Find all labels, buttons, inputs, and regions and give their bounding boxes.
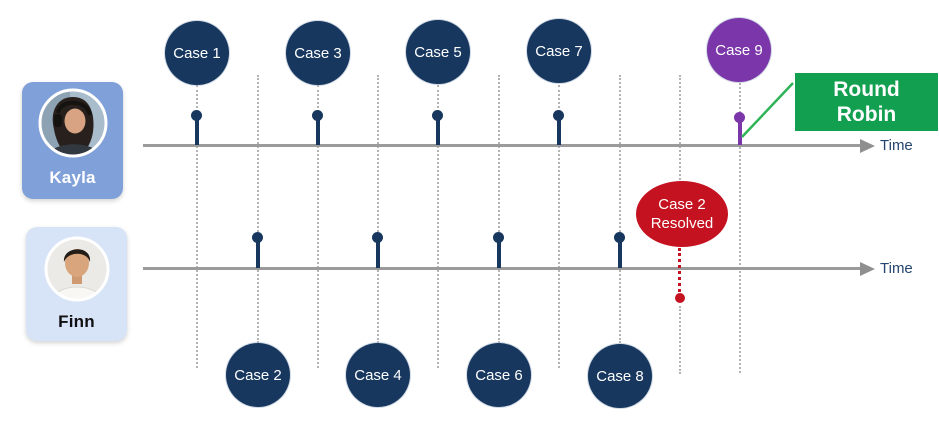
kayla-timeline-axis	[143, 144, 862, 147]
case-9-label: Case 9	[715, 41, 763, 59]
round-robin-connector-line	[741, 82, 794, 138]
case-5-circle: Case 5	[406, 20, 470, 84]
resolved-guide-line-lower	[679, 306, 681, 374]
case-4-circle: Case 4	[346, 343, 410, 407]
case-3-guide-line	[317, 85, 319, 368]
kayla-name-label: Kayla	[49, 168, 96, 187]
case-1-label: Case 1	[173, 44, 221, 62]
case-4-guide-line	[377, 75, 379, 343]
case2-resolved-end-dot	[675, 293, 685, 303]
case-1-marker-dot	[191, 110, 202, 121]
case-3-marker-dot	[312, 110, 323, 121]
finn-timeline-axis	[143, 267, 862, 270]
case-7-guide-line	[558, 85, 560, 368]
kayla-time-label: Time	[880, 137, 913, 154]
case-7-marker-stem	[557, 116, 561, 145]
case-8-circle: Case 8	[588, 344, 652, 408]
case-4-marker-stem	[376, 238, 380, 268]
case-2-label: Case 2	[234, 366, 282, 384]
case-2-marker-stem	[256, 238, 260, 268]
case-3-label: Case 3	[294, 44, 342, 62]
case-8-marker-dot	[614, 232, 625, 243]
case-3-circle: Case 3	[286, 21, 350, 85]
finn-name-label: Finn	[58, 312, 95, 331]
kayla-card: Kayla	[22, 82, 123, 199]
case2-resolved-label-line1: Case 2	[658, 196, 706, 213]
kayla-avatar-photo	[38, 88, 107, 158]
case-4-label: Case 4	[354, 366, 402, 384]
case-5-marker-stem	[436, 116, 440, 145]
finn-time-label: Time	[880, 260, 913, 277]
case-2-guide-line	[257, 75, 259, 343]
case-1-marker-stem	[195, 116, 199, 145]
case-7-circle: Case 7	[527, 19, 591, 83]
case-9-marker-stem	[738, 118, 742, 145]
case2-resolved-label-line2: Resolved	[650, 215, 714, 232]
finn-card: Finn	[26, 227, 127, 341]
case-4-marker-dot	[372, 232, 383, 243]
kayla-timeline-arrowhead-icon	[860, 139, 875, 153]
case-9-guide-line	[739, 83, 741, 373]
case-6-label: Case 6	[475, 366, 523, 384]
case-2-marker-dot	[252, 232, 263, 243]
case2-resolved-dotted-line	[678, 248, 681, 292]
case-8-guide-line	[619, 75, 621, 343]
case-2-circle: Case 2	[226, 343, 290, 407]
finn-avatar-photo	[44, 236, 109, 302]
case-5-marker-dot	[432, 110, 443, 121]
case-3-marker-stem	[316, 116, 320, 145]
case-7-label: Case 7	[535, 42, 583, 60]
case-9-marker-dot	[734, 112, 745, 123]
case-1-guide-line	[196, 85, 198, 368]
case-6-guide-line	[498, 75, 500, 343]
round-robin-label-line1: Round	[833, 78, 900, 101]
case-6-circle: Case 6	[467, 343, 531, 407]
case-5-guide-line	[437, 85, 439, 368]
case-9-circle: Case 9	[707, 18, 771, 82]
case-7-marker-dot	[553, 110, 564, 121]
case-6-marker-dot	[493, 232, 504, 243]
case2-resolved-ellipse: Case 2 Resolved	[636, 181, 728, 247]
resolved-guide-line-upper	[679, 75, 681, 180]
round-robin-label-line2: Robin	[836, 103, 897, 126]
round-robin-box: Round Robin	[795, 73, 938, 131]
case-1-circle: Case 1	[165, 21, 229, 85]
case-8-marker-stem	[618, 238, 622, 268]
finn-timeline-arrowhead-icon	[860, 262, 875, 276]
case-6-marker-stem	[497, 238, 501, 268]
case-5-label: Case 5	[414, 43, 462, 61]
case-8-label: Case 8	[596, 367, 644, 385]
